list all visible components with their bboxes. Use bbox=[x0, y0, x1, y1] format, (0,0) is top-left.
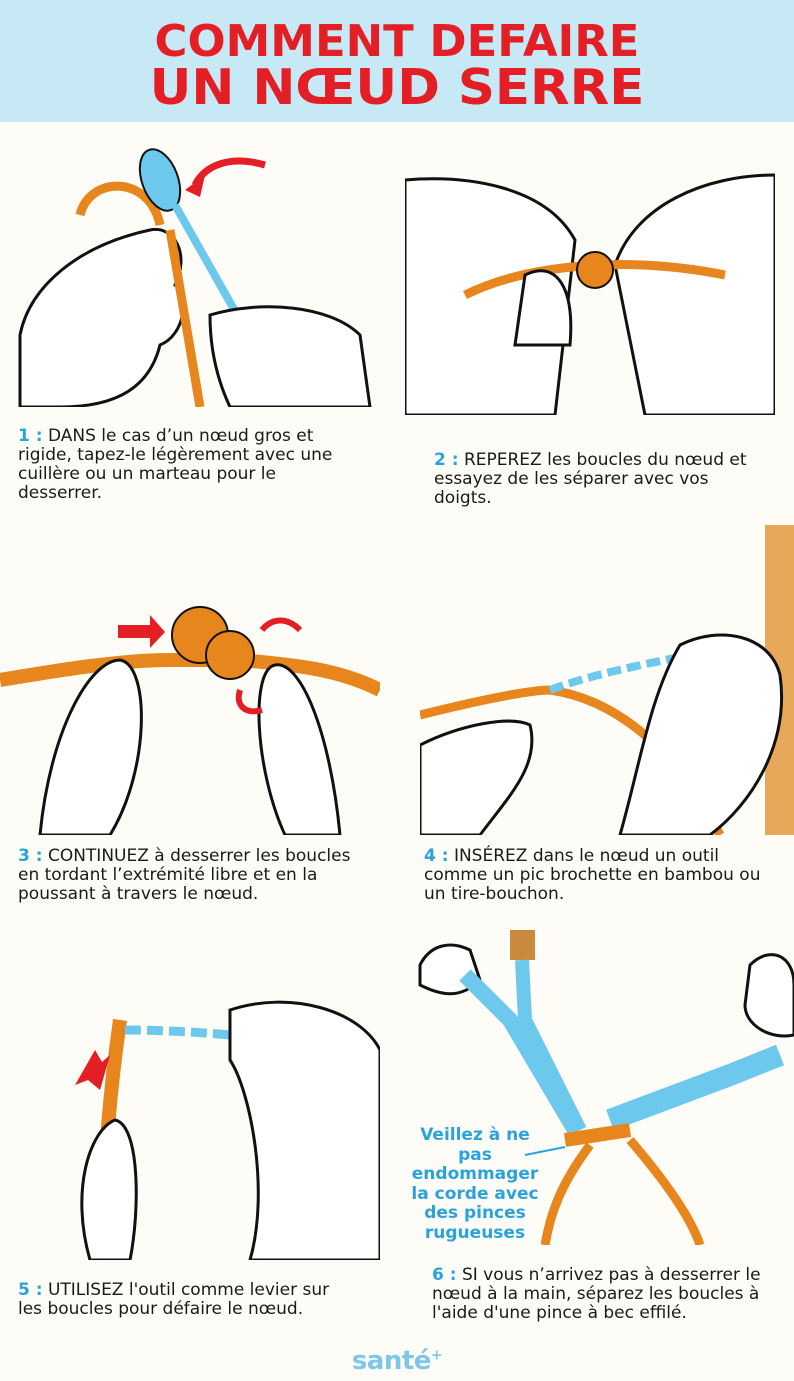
step-3-caption: 3 : CONTINUEZ à desserrer les boucles en… bbox=[18, 847, 368, 904]
step-2-caption: 2 : REPEREZ les boucles du nœud et essay… bbox=[434, 451, 764, 508]
step-5-text: UTILISEZ l'outil comme levier sur les bo… bbox=[18, 1280, 330, 1319]
step-4-text: INSÉREZ dans le nœud un outil comme un p… bbox=[424, 846, 761, 904]
page-title-line1: COMMENT DEFAIRE bbox=[154, 16, 640, 67]
step-1-number: 1 : bbox=[18, 426, 43, 446]
illustration-step-3 bbox=[0, 570, 380, 835]
step-4-caption: 4 : INSÉREZ dans le nœud un outil comme … bbox=[424, 847, 784, 904]
pliers-knot-icon bbox=[418, 930, 794, 1245]
step-3-text: CONTINUEZ à desserrer les boucles en tor… bbox=[18, 846, 351, 904]
logo-plus-icon: + bbox=[430, 1347, 443, 1364]
step-2-number: 2 : bbox=[434, 450, 459, 470]
title-banner: COMMENT DEFAIRE UN NŒUD SERRE bbox=[0, 0, 794, 122]
illustration-step-1 bbox=[0, 135, 375, 407]
step-6-text: SI vous n’arrivez pas à desserrer le nœu… bbox=[432, 1265, 761, 1323]
step-2-text: REPEREZ les boucles du nœud et essayez d… bbox=[434, 450, 747, 508]
sante-plus-logo: santé+ bbox=[0, 1346, 794, 1376]
illustration-step-2 bbox=[405, 145, 775, 415]
illustration-step-6 bbox=[400, 925, 794, 1245]
corkscrew-lever-icon bbox=[75, 1000, 380, 1260]
page-title-line2: UN NŒUD SERRE bbox=[149, 59, 645, 116]
step-1-text: DANS le cas d’un nœud gros et rigide, ta… bbox=[18, 426, 333, 503]
step-4-number: 4 : bbox=[424, 846, 449, 866]
step-6-caption: 6 : SI vous n’arrivez pas à desserrer le… bbox=[432, 1266, 762, 1323]
illustration-step-4 bbox=[420, 525, 794, 835]
spoon-knot-icon bbox=[18, 148, 372, 407]
step-6-number: 6 : bbox=[432, 1265, 457, 1285]
corkscrew-knot-icon bbox=[420, 525, 794, 835]
step-1-caption: 1 : DANS le cas d’un nœud gros et rigide… bbox=[18, 427, 358, 503]
fingers-knot-icon bbox=[405, 173, 775, 415]
step-5-caption: 5 : UTILISEZ l'outil comme levier sur le… bbox=[18, 1281, 338, 1319]
thumbs-knot-icon bbox=[0, 606, 380, 835]
warning-callout: Veillez à ne pas endommager la corde ave… bbox=[411, 1125, 539, 1243]
logo-text: santé bbox=[351, 1346, 432, 1376]
illustration-step-5 bbox=[0, 990, 380, 1260]
step-3-number: 3 : bbox=[18, 846, 43, 866]
step-5-number: 5 : bbox=[18, 1280, 43, 1300]
